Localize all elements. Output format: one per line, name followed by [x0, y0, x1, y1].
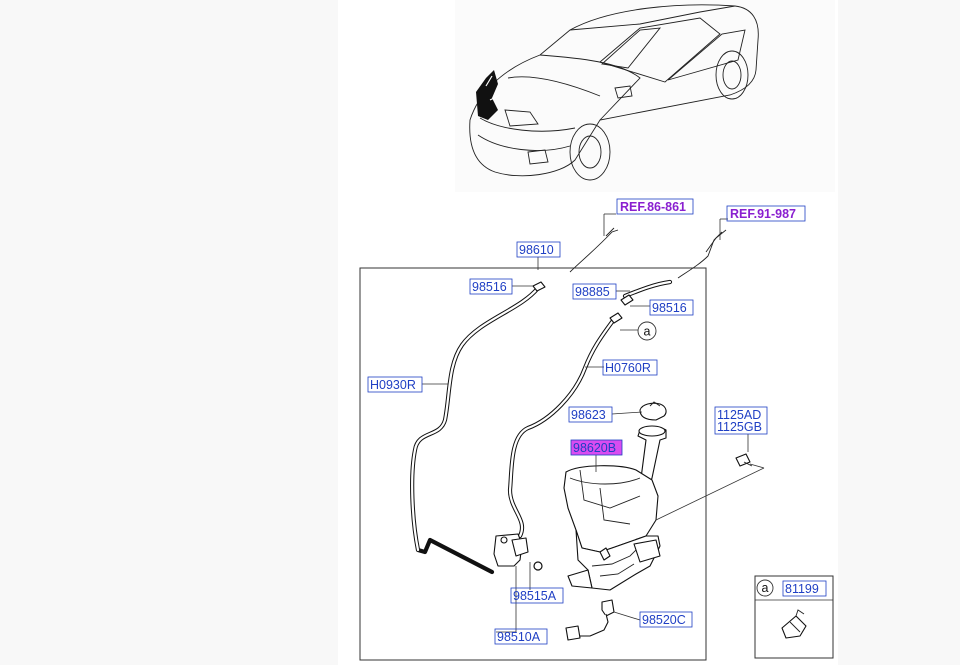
reservoir-cap [639, 401, 667, 421]
label-98620b: 98620B [573, 441, 616, 455]
right-margin-panel [838, 0, 960, 665]
washer-reservoir [563, 425, 667, 591]
grommet [533, 561, 543, 571]
leader-lines [422, 213, 765, 633]
car-illustration [455, 0, 835, 192]
left-margin-panel [0, 0, 338, 665]
label-1125ad: 1125AD [717, 408, 761, 422]
bolt [735, 453, 753, 467]
ref-hose-left [569, 227, 619, 273]
inset-frame [754, 575, 834, 659]
nozzle-right [620, 294, 634, 306]
label-98610: 98610 [519, 243, 554, 257]
label-98515a: 98515A [513, 589, 557, 603]
inset-part-label: 81199 [785, 582, 819, 596]
hose-h0760r [507, 315, 618, 539]
label-h0930r: H0930R [370, 378, 416, 392]
label-98510a: 98510A [497, 630, 541, 644]
hose-h0930r [410, 285, 541, 575]
label-h0760r: H0760R [605, 361, 651, 375]
label-98516-left: 98516 [472, 280, 507, 294]
hose-clip-icon [781, 609, 807, 639]
ref-label-body[interactable]: REF.86-861 [620, 200, 686, 214]
label-1125gb: 1125GB [717, 420, 762, 434]
washer-pump [493, 533, 529, 567]
main-frame [359, 267, 707, 661]
label-98623: 98623 [571, 408, 606, 422]
label-98520c: 98520C [642, 613, 686, 627]
label-98516-right: 98516 [652, 301, 687, 315]
inset-circle-label: a [762, 581, 769, 595]
label-circle-a: a [644, 325, 651, 339]
level-sensor [565, 599, 615, 641]
ref-hose-right [677, 229, 727, 279]
nozzle-left [532, 281, 546, 292]
label-98885: 98885 [575, 285, 610, 299]
hose-upper [622, 279, 673, 299]
ref-label-fuel[interactable]: REF.91-987 [730, 207, 796, 221]
hose-joint [609, 312, 623, 324]
